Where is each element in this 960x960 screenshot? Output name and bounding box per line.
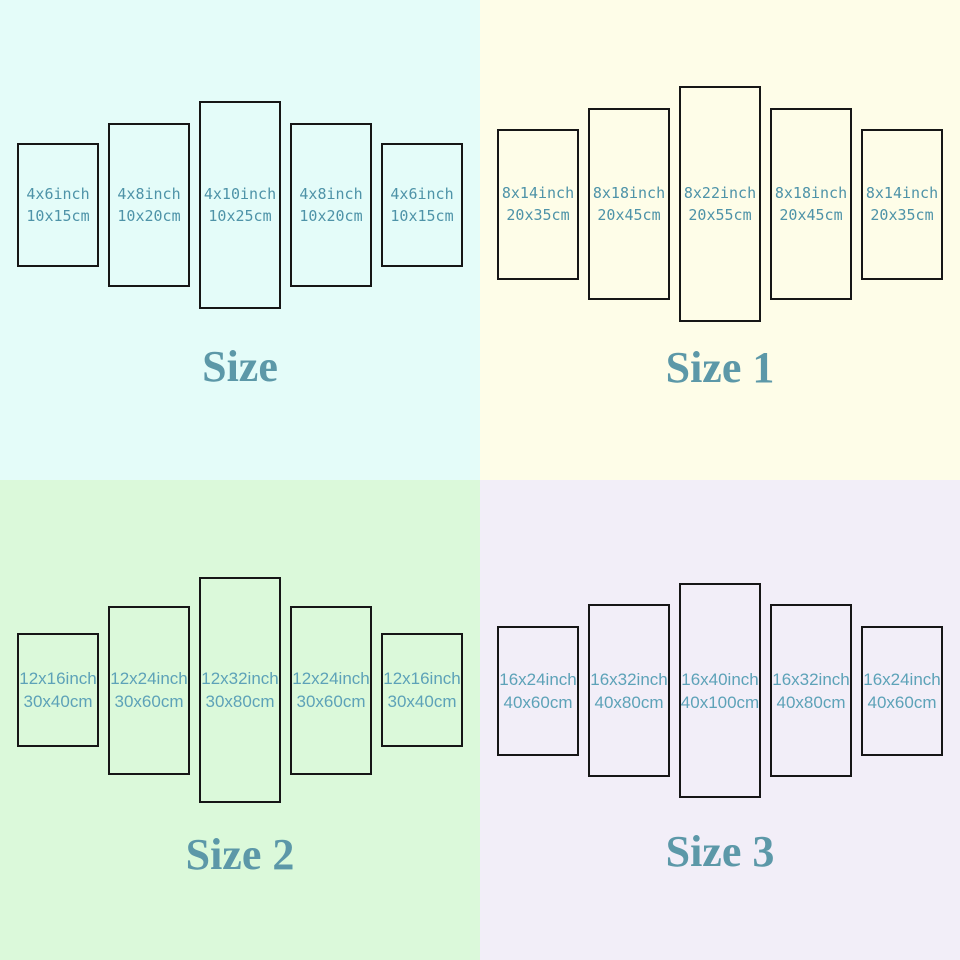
- size-chart-1: 8x14inch 20x35cm 8x18inch 20x45cm 8x22in…: [480, 0, 960, 480]
- panel-size-cm: 30x40cm: [387, 692, 457, 711]
- panel-4: 12x24inch 30x60cm: [290, 605, 372, 775]
- panel-size-label: 12x16inch 30x40cm: [19, 667, 97, 713]
- panel-size-label: 12x16inch 30x40cm: [383, 667, 461, 713]
- panel-size-cm: 30x60cm: [114, 692, 184, 711]
- panel-size-inch: 16x40inch: [681, 669, 759, 689]
- size-chart-3: 16x24inch 40x60cm 16x32inch 40x80cm 16x4…: [480, 480, 960, 960]
- panel-size-label: 4x8inch 10x20cm: [117, 183, 180, 227]
- chart-title: Size 1: [665, 343, 775, 392]
- panel-5: 16x24inch 40x60cm: [861, 625, 943, 756]
- panel-size-label: 16x24inch 40x60cm: [863, 668, 941, 714]
- chart-title: Size: [202, 342, 278, 391]
- panel-3: 12x32inch 30x80cm: [199, 577, 281, 803]
- panel-size-label: 12x32inch 30x80cm: [201, 667, 279, 713]
- panel-1: 12x16inch 30x40cm: [17, 633, 99, 747]
- panel-size-cm: 10x20cm: [299, 207, 363, 225]
- panel-3: 16x40inch 40x100cm: [679, 583, 761, 798]
- size-chart-default: 4x6inch 10x15cm 4x8inch 10x20cm 4x10inch…: [0, 0, 480, 480]
- panel-size-inch: 4x8inch: [117, 185, 181, 203]
- panel-size-label: 8x14inch 20x35cm: [866, 182, 938, 226]
- panel-size-label: 16x32inch 40x80cm: [772, 668, 850, 714]
- panel-5: 4x6inch 10x15cm: [381, 143, 463, 267]
- panel-row: 8x14inch 20x35cm 8x18inch 20x45cm 8x22in…: [497, 86, 943, 322]
- panel-size-inch: 4x8inch: [299, 185, 363, 203]
- panel-size-label: 8x18inch 20x45cm: [593, 182, 665, 226]
- panel-row: 12x16inch 30x40cm 12x24inch 30x60cm 12x3…: [17, 577, 463, 803]
- panel-1: 8x14inch 20x35cm: [497, 128, 579, 280]
- panel-size-cm: 30x40cm: [23, 692, 93, 711]
- panel-size-inch: 4x10inch: [203, 185, 277, 203]
- panel-2: 8x18inch 20x45cm: [588, 108, 670, 300]
- chart-title: Size 2: [185, 830, 295, 879]
- panel-1: 16x24inch 40x60cm: [497, 625, 579, 756]
- panel-size-cm: 20x35cm: [870, 206, 934, 224]
- panel-size-cm: 10x15cm: [26, 207, 90, 225]
- panel-size-cm: 20x55cm: [688, 206, 752, 224]
- panel-size-cm: 40x60cm: [503, 692, 573, 712]
- panel-size-cm: 30x60cm: [296, 692, 366, 711]
- panel-size-label: 12x24inch 30x60cm: [292, 667, 370, 713]
- panel-size-label: 16x40inch 40x100cm: [681, 668, 759, 714]
- panel-size-inch: 4x6inch: [26, 185, 90, 203]
- panel-size-inch: 16x32inch: [772, 669, 850, 689]
- panel-size-inch: 8x22inch: [683, 184, 757, 202]
- panel-size-label: 16x24inch 40x60cm: [499, 668, 577, 714]
- panel-2: 16x32inch 40x80cm: [588, 604, 670, 777]
- panel-size-cm: 10x25cm: [208, 207, 272, 225]
- panel-1: 4x6inch 10x15cm: [17, 143, 99, 267]
- panel-size-cm: 40x100cm: [680, 692, 760, 712]
- panel-3: 8x22inch 20x55cm: [679, 86, 761, 322]
- panel-size-label: 4x10inch 10x25cm: [204, 183, 276, 227]
- panel-4: 16x32inch 40x80cm: [770, 604, 852, 777]
- panel-size-label: 4x6inch 10x15cm: [26, 183, 89, 227]
- panel-size-cm: 20x45cm: [779, 206, 843, 224]
- panel-size-label: 8x14inch 20x35cm: [502, 182, 574, 226]
- panel-row: 4x6inch 10x15cm 4x8inch 10x20cm 4x10inch…: [17, 101, 463, 309]
- panel-size-label: 16x32inch 40x80cm: [590, 668, 668, 714]
- panel-size-cm: 40x80cm: [594, 692, 664, 712]
- panel-size-cm: 40x80cm: [776, 692, 846, 712]
- panel-size-inch: 4x6inch: [390, 185, 454, 203]
- panel-size-inch: 8x18inch: [774, 184, 848, 202]
- panel-size-inch: 16x24inch: [499, 669, 577, 689]
- size-chart-2: 12x16inch 30x40cm 12x24inch 30x60cm 12x3…: [0, 480, 480, 960]
- panel-size-label: 12x24inch 30x60cm: [110, 667, 188, 713]
- panel-5: 8x14inch 20x35cm: [861, 128, 943, 280]
- panel-2: 12x24inch 30x60cm: [108, 605, 190, 775]
- panel-size-inch: 8x14inch: [501, 184, 575, 202]
- panel-size-cm: 10x20cm: [117, 207, 181, 225]
- panel-5: 12x16inch 30x40cm: [381, 633, 463, 747]
- panel-size-inch: 12x16inch: [383, 669, 461, 688]
- panel-size-label: 4x6inch 10x15cm: [390, 183, 453, 227]
- panel-size-inch: 16x24inch: [863, 669, 941, 689]
- panel-row: 16x24inch 40x60cm 16x32inch 40x80cm 16x4…: [497, 583, 943, 798]
- panel-size-label: 8x22inch 20x55cm: [684, 182, 756, 226]
- panel-3: 4x10inch 10x25cm: [199, 101, 281, 309]
- panel-size-inch: 12x16inch: [19, 669, 97, 688]
- panel-size-cm: 40x60cm: [867, 692, 937, 712]
- panel-4: 4x8inch 10x20cm: [290, 123, 372, 287]
- panel-size-cm: 30x80cm: [205, 692, 275, 711]
- panel-size-cm: 10x15cm: [390, 207, 454, 225]
- panel-size-inch: 12x32inch: [201, 669, 279, 688]
- panel-size-inch: 8x14inch: [865, 184, 939, 202]
- panel-size-inch: 8x18inch: [592, 184, 666, 202]
- panel-2: 4x8inch 10x20cm: [108, 123, 190, 287]
- panel-size-cm: 20x35cm: [506, 206, 570, 224]
- panel-size-label: 4x8inch 10x20cm: [299, 183, 362, 227]
- panel-size-label: 8x18inch 20x45cm: [775, 182, 847, 226]
- panel-size-inch: 12x24inch: [292, 669, 370, 688]
- panel-size-inch: 16x32inch: [590, 669, 668, 689]
- panel-size-inch: 12x24inch: [110, 669, 188, 688]
- chart-title: Size 3: [665, 827, 775, 876]
- panel-4: 8x18inch 20x45cm: [770, 108, 852, 300]
- panel-size-cm: 20x45cm: [597, 206, 661, 224]
